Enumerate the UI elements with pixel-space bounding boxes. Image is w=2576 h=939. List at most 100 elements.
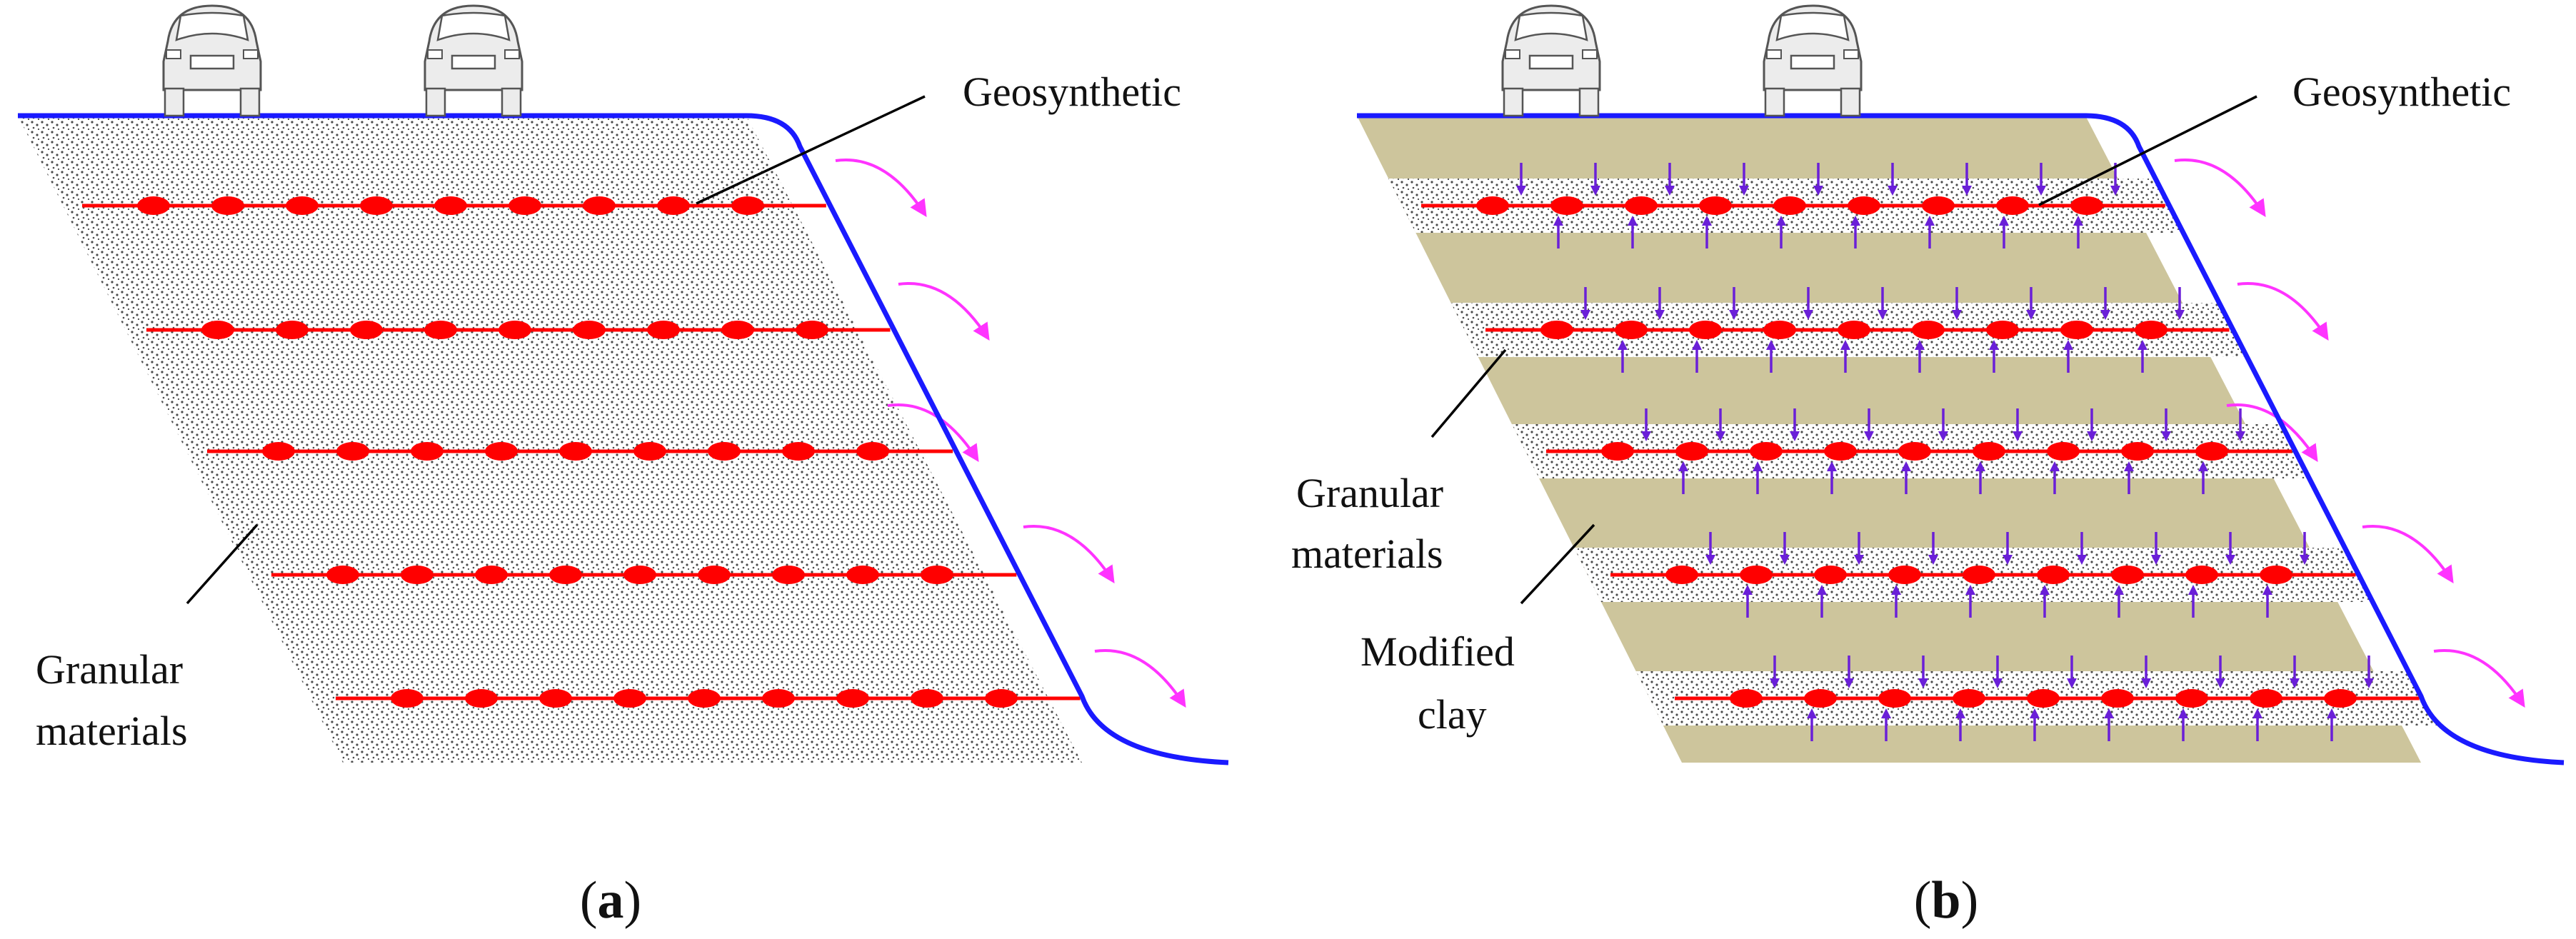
vertical-arrow-icon: [1641, 408, 1651, 441]
arrow-head: [1776, 216, 1786, 226]
anchor-node: [360, 196, 393, 215]
anchor-node: [401, 566, 433, 584]
car-windshield: [175, 11, 249, 41]
anchor-node: [1912, 321, 1945, 339]
car-wheel: [501, 87, 522, 117]
vertical-arrow-icon: [2030, 708, 2040, 741]
arrow-head: [2087, 431, 2097, 441]
panel-b: Geosynthetic Granular materials Modified…: [1291, 4, 2565, 930]
vertical-arrow-icon: [2124, 461, 2134, 494]
anchor-node: [573, 321, 606, 339]
anchor-node: [2135, 321, 2167, 339]
geosynthetic-layer: [146, 321, 891, 339]
car-light: [1582, 49, 1598, 59]
vertical-arrow-icon: [2364, 656, 2374, 688]
vertical-arrow-icon: [2225, 532, 2235, 565]
anchor-node: [1996, 196, 2029, 215]
anchor-node: [2185, 566, 2218, 584]
arrow-head: [1715, 431, 1725, 441]
anchor-node: [326, 566, 359, 584]
vertical-arrow-icon: [1827, 461, 1837, 494]
vertical-arrow-icon: [1965, 585, 1975, 618]
arrow-head: [1962, 186, 1972, 196]
arrow-head: [1844, 678, 1854, 688]
arrow-head: [1692, 340, 1702, 350]
arrow-head: [1628, 216, 1638, 226]
car-plate: [189, 54, 235, 70]
geosynthetic-layer: [82, 196, 826, 215]
geosynthetic-layers: [82, 196, 1081, 708]
arrow-head: [2364, 678, 2374, 688]
arrow-head: [2100, 310, 2110, 320]
anchor-node: [836, 689, 869, 708]
arrow-head: [2215, 678, 2225, 688]
anchor-node: [485, 442, 518, 461]
arrow-head: [1665, 186, 1675, 196]
caption-a: (a): [580, 871, 641, 930]
anchor-node: [2070, 196, 2103, 215]
vertical-arrow-icon: [1901, 461, 1911, 494]
arrow-head: [1965, 585, 1975, 595]
anchor-node: [1824, 442, 1857, 461]
car-plate: [1528, 54, 1574, 70]
anchor-node: [1615, 321, 1648, 339]
arrow-head: [1850, 216, 1860, 226]
anchor-node: [559, 442, 592, 461]
vertical-arrow-icon: [1878, 287, 1888, 320]
vehicles: [1501, 4, 1863, 117]
geosynthetic-layer: [336, 689, 1081, 708]
anchor-node: [731, 196, 764, 215]
arrow-head: [1925, 216, 1935, 226]
curved-arrow-icon: [2433, 649, 2525, 708]
anchor-node: [911, 689, 943, 708]
geosynthetic-label: Geosynthetic: [963, 69, 1181, 115]
vertical-arrow-icon: [2327, 708, 2337, 741]
vertical-arrow-icon: [1715, 408, 1725, 441]
clay-label-line2: clay: [1418, 691, 1487, 738]
slope-surface: [18, 113, 1229, 765]
vertical-arrow-icon: [1628, 216, 1638, 248]
vertical-arrow-icon: [1739, 163, 1749, 196]
arrow-head: [1813, 186, 1823, 196]
arrow-head: [1993, 678, 2003, 688]
vertical-arrow-icon: [1955, 708, 1965, 741]
anchor-node: [424, 321, 457, 339]
vertical-arrow-icon: [2235, 408, 2245, 441]
arrow-head: [2141, 678, 2151, 688]
vertical-arrow-icon: [2077, 532, 2087, 565]
anchor-node: [772, 566, 805, 584]
vertical-arrow-icon: [1753, 461, 1763, 494]
anchor-node: [475, 566, 508, 584]
vertical-arrow-icon: [1840, 340, 1850, 373]
vertical-arrow-icon: [1989, 340, 1999, 373]
arrow-head: [2013, 431, 2023, 441]
arrow-head: [1840, 340, 1850, 350]
anchor-node: [498, 321, 531, 339]
vertical-arrow-icon: [1705, 532, 1715, 565]
arrow-head: [2003, 555, 2013, 565]
anchor-node: [2175, 689, 2208, 708]
curved-arrow-icon: [2226, 403, 2318, 463]
arrow-head: [1955, 708, 1965, 718]
geosynthetic-leader: [696, 95, 926, 205]
caption-b: (b): [1914, 871, 1978, 930]
arrow-head: [2175, 310, 2185, 320]
arrow-head: [2077, 555, 2087, 565]
granular-leader: [186, 523, 259, 605]
anchor-node: [1763, 321, 1796, 339]
vertical-arrow-icon: [1553, 216, 1563, 248]
anchor-node: [2111, 566, 2144, 584]
anchor-node: [2250, 689, 2282, 708]
anchor-node: [1878, 689, 1911, 708]
vertical-arrow-icon: [1743, 585, 1753, 618]
car-front-icon: [162, 4, 262, 117]
arrow-head: [1770, 678, 1780, 688]
arrow-head: [1888, 186, 1898, 196]
car-light: [166, 49, 181, 59]
anchor-node: [698, 566, 731, 584]
anchor-node: [2324, 689, 2357, 708]
anchor-node: [921, 566, 953, 584]
arrow-head: [1881, 708, 1891, 718]
anchor-node: [286, 196, 319, 215]
